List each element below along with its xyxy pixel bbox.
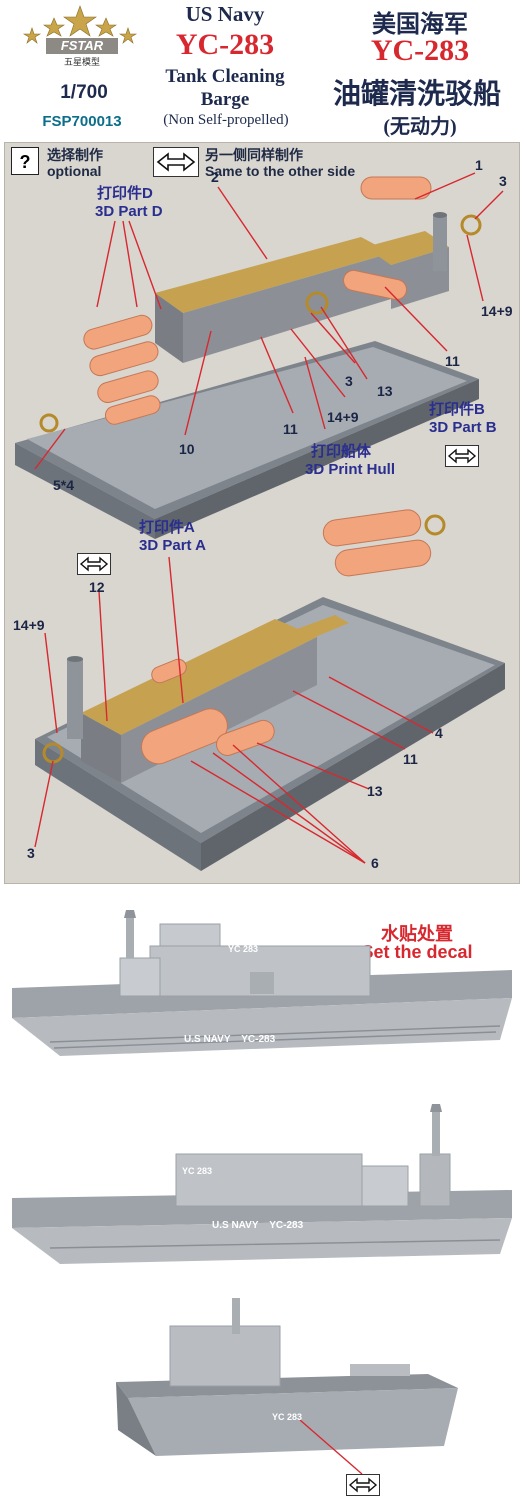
callout-6: 6 xyxy=(371,855,379,871)
side-arrow-icon-decal xyxy=(346,1474,380,1496)
hull-label-en: 3D Print Hull xyxy=(305,461,396,478)
callout-13-bottom: 13 xyxy=(367,783,383,799)
decal-title-en: Set the decal xyxy=(361,942,473,962)
callout-10: 10 xyxy=(179,441,195,457)
callout-12: 12 xyxy=(89,579,105,595)
product-code: FSP700013 xyxy=(42,113,122,130)
side-arrow-icon-a xyxy=(77,553,111,575)
en-type-line2: Barge xyxy=(200,89,250,110)
scale-label: 1/700 xyxy=(60,82,108,103)
callout-13-top: 13 xyxy=(377,383,393,399)
hull-decal-1: U.S NAVY YC-283 xyxy=(184,1034,276,1045)
hull-label-cn: 打印船体 xyxy=(311,443,372,460)
cn-type: 油罐清洗驳船 xyxy=(332,79,501,110)
callout-3-mid: 3 xyxy=(345,373,353,389)
barge-profile-port xyxy=(12,910,512,1056)
part-a-label-cn: 打印件A xyxy=(139,519,195,536)
optional-label-cn: 选择制作 xyxy=(47,147,103,163)
callout-1: 1 xyxy=(475,157,483,173)
optional-question-icon: ? xyxy=(11,147,39,175)
callout-14-9-top: 14+9 xyxy=(481,303,513,319)
callout-11-right: 11 xyxy=(445,353,460,369)
brand-name: FSTAR xyxy=(46,38,118,54)
brand-subtitle: 五星模型 xyxy=(63,57,100,67)
double-arrow-icon xyxy=(153,147,199,177)
callout-5x4: 5*4 xyxy=(53,477,75,493)
part-b-label-cn: 打印件B xyxy=(429,401,485,418)
side-arrow-icon-b xyxy=(445,445,479,467)
callout-14-9-mid: 14+9 xyxy=(327,409,359,425)
barge-stern-view xyxy=(116,1298,458,1475)
part-b-label-en: 3D Part B xyxy=(429,419,497,436)
part-d-label-en: 3D Part D xyxy=(95,203,163,220)
callout-3-top: 3 xyxy=(499,173,507,189)
en-title-navy: US Navy xyxy=(185,2,265,26)
callout-2: 2 xyxy=(211,169,219,185)
barge-profile-starboard xyxy=(12,1104,512,1264)
en-model: YC-283 xyxy=(175,28,275,61)
part-d-label-cn: 打印件D xyxy=(97,185,153,202)
side-label-cn: 另一侧同样制作 xyxy=(205,147,303,163)
en-type-note: (Non Self-propelled) xyxy=(163,112,289,128)
callout-14-9-bottom: 14+9 xyxy=(13,617,45,633)
cn-type-note: (无动力) xyxy=(383,116,457,138)
cn-title-navy: 美国海军 xyxy=(372,12,468,38)
en-type-line1: Tank Cleaning xyxy=(165,66,285,87)
callout-4: 4 xyxy=(435,725,443,741)
optional-label-en: optional xyxy=(47,163,102,179)
stern-decal: YC 283 xyxy=(272,1412,303,1422)
barge-isometric-illustration xyxy=(15,172,505,871)
cn-model: YC-283 xyxy=(370,34,470,67)
star-logo-icon xyxy=(22,5,138,44)
assembly-diagram-panel: ? 选择制作 optional 另一侧同样制作 Same to the othe… xyxy=(4,142,520,884)
part-a-label-en: 3D Part A xyxy=(139,537,206,554)
hull-decal-2: U.S NAVY YC-283 xyxy=(212,1220,304,1231)
house-decal-2: YC 283 xyxy=(182,1166,213,1176)
house-decal-1: YC 283 xyxy=(228,944,259,954)
callout-11-mid: 11 xyxy=(283,421,298,437)
callout-3-bottom: 3 xyxy=(27,845,35,861)
callout-11-bottom: 11 xyxy=(403,751,418,767)
decal-title-cn: 水贴处置 xyxy=(381,924,453,944)
side-label-en: Same to the other side xyxy=(205,163,356,179)
header: FSTAR 五星模型 1/700 FSP700013 US Navy YC-28… xyxy=(0,0,524,140)
